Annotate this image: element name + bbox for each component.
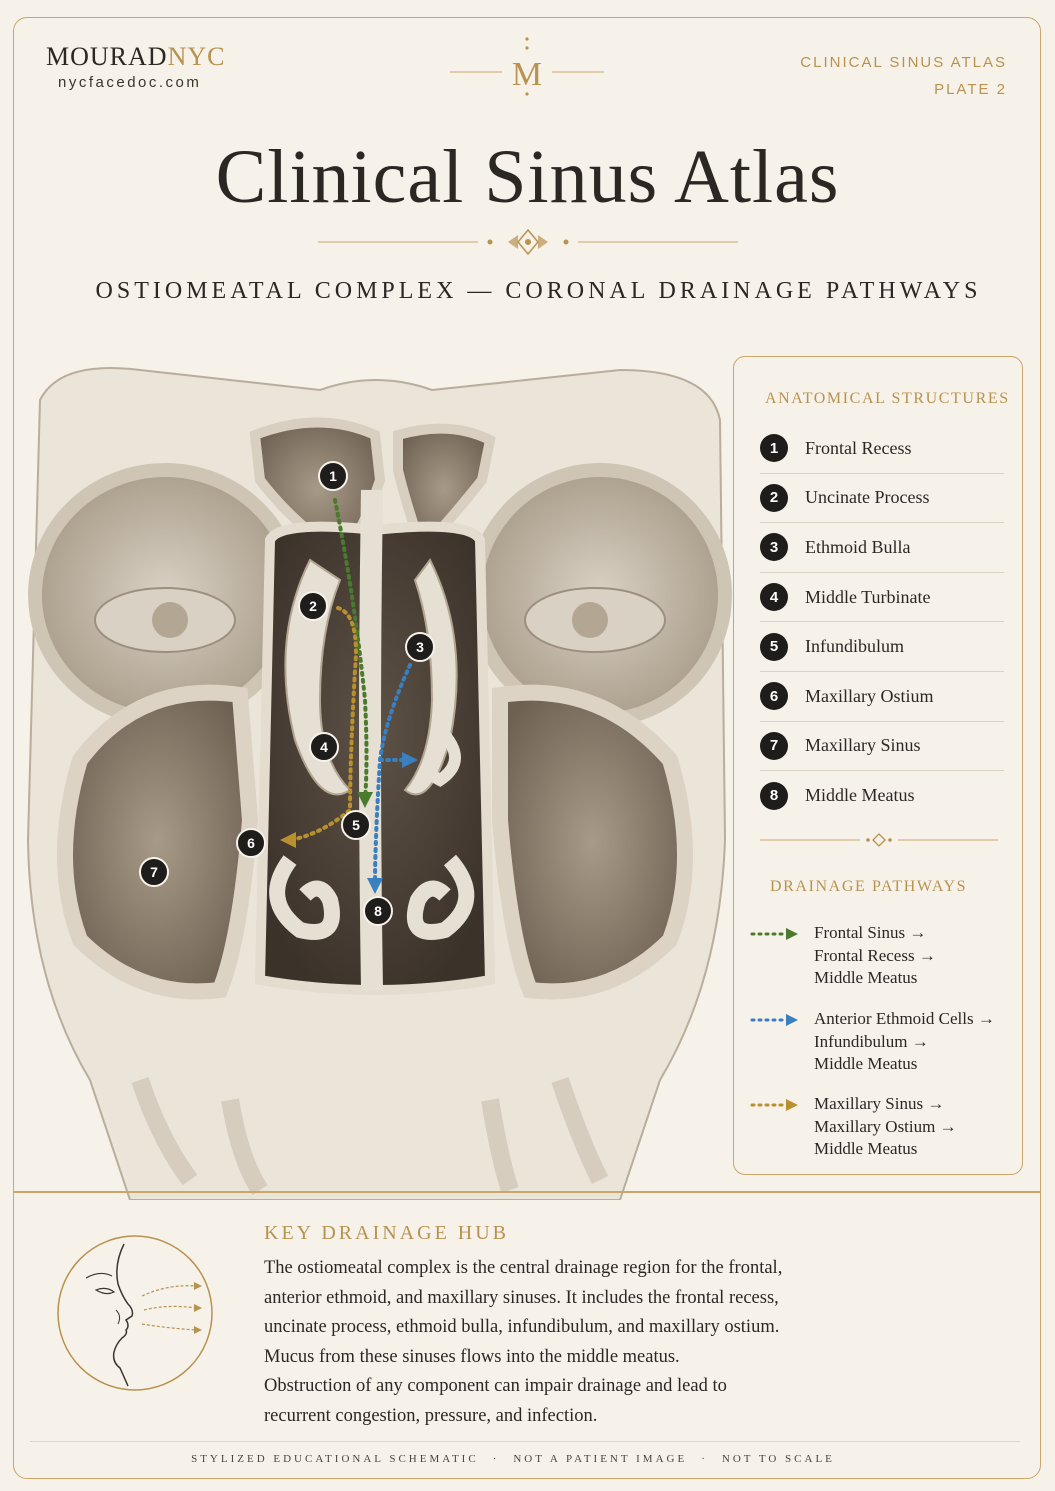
pathway-maxillary: Maxillary Sinus → Maxillary Ostium → Mid… [750,1093,957,1161]
structure-number: 5 [760,632,788,661]
structures-list: 1 Frontal Recess 2 Uncinate Process 3 Ethmo… [760,424,1004,821]
structure-item: 4 Middle Turbinate [760,573,1004,623]
monogram-letter: M [512,56,542,93]
hub-line: The ostiomeatal complex is the central d… [264,1258,783,1278]
hub-description: The ostiomeatal complex is the central d… [264,1254,864,1431]
page-subtitle: OSTIOMEATAL COMPLEX — CORONAL DRAINAGE P… [95,278,982,304]
face-profile-icon [57,1235,213,1391]
svg-text:5: 5 [352,817,360,833]
structure-label: Middle Turbinate [805,586,931,607]
hub-line: Obstruction of any component can impair … [264,1376,727,1396]
pathway-line: Middle Meatus [814,968,918,987]
brand-block: MOURADNYC nycfacedoc.com [46,42,225,91]
pathway-text: Anterior Ethmoid Cells → Infundibulum → … [814,1008,995,1076]
footer-item: NOT TO SCALE [721,1453,835,1465]
plate-series: CLINICAL SINUS ATLAS [800,54,1007,71]
dotted-arrow-icon [750,928,798,940]
structure-item: 7 Maxillary Sinus [760,722,1004,772]
structure-item: 8 Middle Meatus [760,771,1004,821]
pathway-text: Maxillary Sinus → Maxillary Ostium → Mid… [814,1093,957,1161]
pathway-line: Maxillary Sinus → [814,1094,945,1113]
svg-text:8: 8 [374,903,382,919]
svg-text:3: 3 [416,639,424,655]
structure-label: Frontal Recess [805,437,912,458]
structure-number: 2 [760,483,788,512]
hub-heading: KEY DRAINAGE HUB [264,1222,510,1244]
page-title: Clinical Sinus Atlas [215,135,840,219]
structures-heading: ANATOMICAL STRUCTURES [765,390,1010,407]
page-frame [13,17,1041,1479]
title-ornament [318,228,738,256]
structure-number: 3 [760,533,788,562]
pathway-frontal: Frontal Sinus → Frontal Recess → Middle … [750,922,936,990]
pathway-line: Infundibulum → [814,1031,929,1051]
dotted-arrow-icon [750,1099,798,1111]
pathway-ethmoid: Anterior Ethmoid Cells → Infundibulum → … [750,1008,995,1076]
structure-number: 8 [760,781,788,810]
footer-divider [30,1441,1020,1442]
brand-website: nycfacedoc.com [58,74,202,91]
brand-name-accent: NYC [167,42,226,71]
svg-text:6: 6 [247,835,255,851]
structure-item: 5 Infundibulum [760,622,1004,672]
hub-line: recurrent congestion, pressure, and infe… [264,1405,598,1426]
structure-number: 4 [760,583,788,612]
monogram-emblem: M [450,37,604,96]
structure-item: 2 Uncinate Process [760,474,1004,524]
footer-disclaimer: STYLIZED EDUCATIONAL SCHEMATIC·NOT A PAT… [191,1453,835,1465]
structure-number: 6 [760,682,788,711]
diagram-marker-5: 5 [341,810,371,840]
diagram-marker-3: 3 [405,632,435,662]
brand-name-main: MOURAD [46,42,168,71]
diagram-marker-2: 2 [298,591,328,621]
maxillary-sinus-right [492,684,693,1000]
section-divider [13,1191,1041,1193]
pathway-line: Frontal Recess → [814,945,936,965]
footer-item: STYLIZED EDUCATIONAL SCHEMATIC [191,1453,479,1465]
hub-line: Mucus from these sinuses flows into the … [264,1346,680,1367]
structure-item: 1 Frontal Recess [760,424,1004,474]
pathway-line: Frontal Sinus → [814,923,927,942]
legend-divider [760,833,998,847]
diagram-marker-7: 7 [139,857,169,887]
svg-text:4: 4 [320,739,328,755]
svg-text:1: 1 [329,468,337,484]
structure-item: 3 Ethmoid Bulla [760,523,1004,573]
pathway-text: Frontal Sinus → Frontal Recess → Middle … [814,922,936,990]
diagram-marker-6: 6 [236,828,266,858]
maxillary-drainage-path [288,606,358,842]
plate-label: CLINICAL SINUS ATLAS PLATE 2 [800,49,1007,103]
structure-label: Maxillary Ostium [805,685,934,706]
plate-number: PLATE 2 [934,81,1007,98]
pathway-line: Anterior Ethmoid Cells → [814,1009,995,1028]
diagram-marker-1: 1 [318,461,348,491]
diagram-marker-8: 8 [363,896,393,926]
pathway-line: Middle Meatus [814,1054,918,1073]
frontal-drainage-path [333,498,369,802]
structure-label: Uncinate Process [805,487,930,508]
structure-label: Maxillary Sinus [805,735,921,756]
structure-number: 1 [760,434,788,463]
svg-text:7: 7 [150,864,158,880]
diagram-marker-4: 4 [309,732,339,762]
structure-label: Infundibulum [805,636,904,657]
dotted-arrow-icon [750,1014,798,1026]
frontal-sinus-right [393,423,496,560]
svg-text:2: 2 [309,598,317,614]
hub-line: uncinate process, ethmoid bulla, infundi… [264,1317,780,1337]
structure-label: Ethmoid Bulla [805,536,911,557]
coronal-sinus-illustration: 1 2 3 4 5 6 7 8 [26,367,732,1200]
pathway-line: Middle Meatus [814,1139,918,1158]
pathways-heading: DRAINAGE PATHWAYS [770,878,968,895]
pathway-line: Maxillary Ostium → [814,1116,957,1136]
structure-item: 6 Maxillary Ostium [760,672,1004,722]
hub-line: anterior ethmoid, and maxillary sinuses.… [264,1287,779,1308]
structure-label: Middle Meatus [805,785,915,806]
structure-number: 7 [760,731,788,760]
footer-item: NOT A PATIENT IMAGE [513,1453,688,1465]
brand-name: MOURADNYC [46,42,225,72]
maxillary-sinus-left [57,684,259,1000]
